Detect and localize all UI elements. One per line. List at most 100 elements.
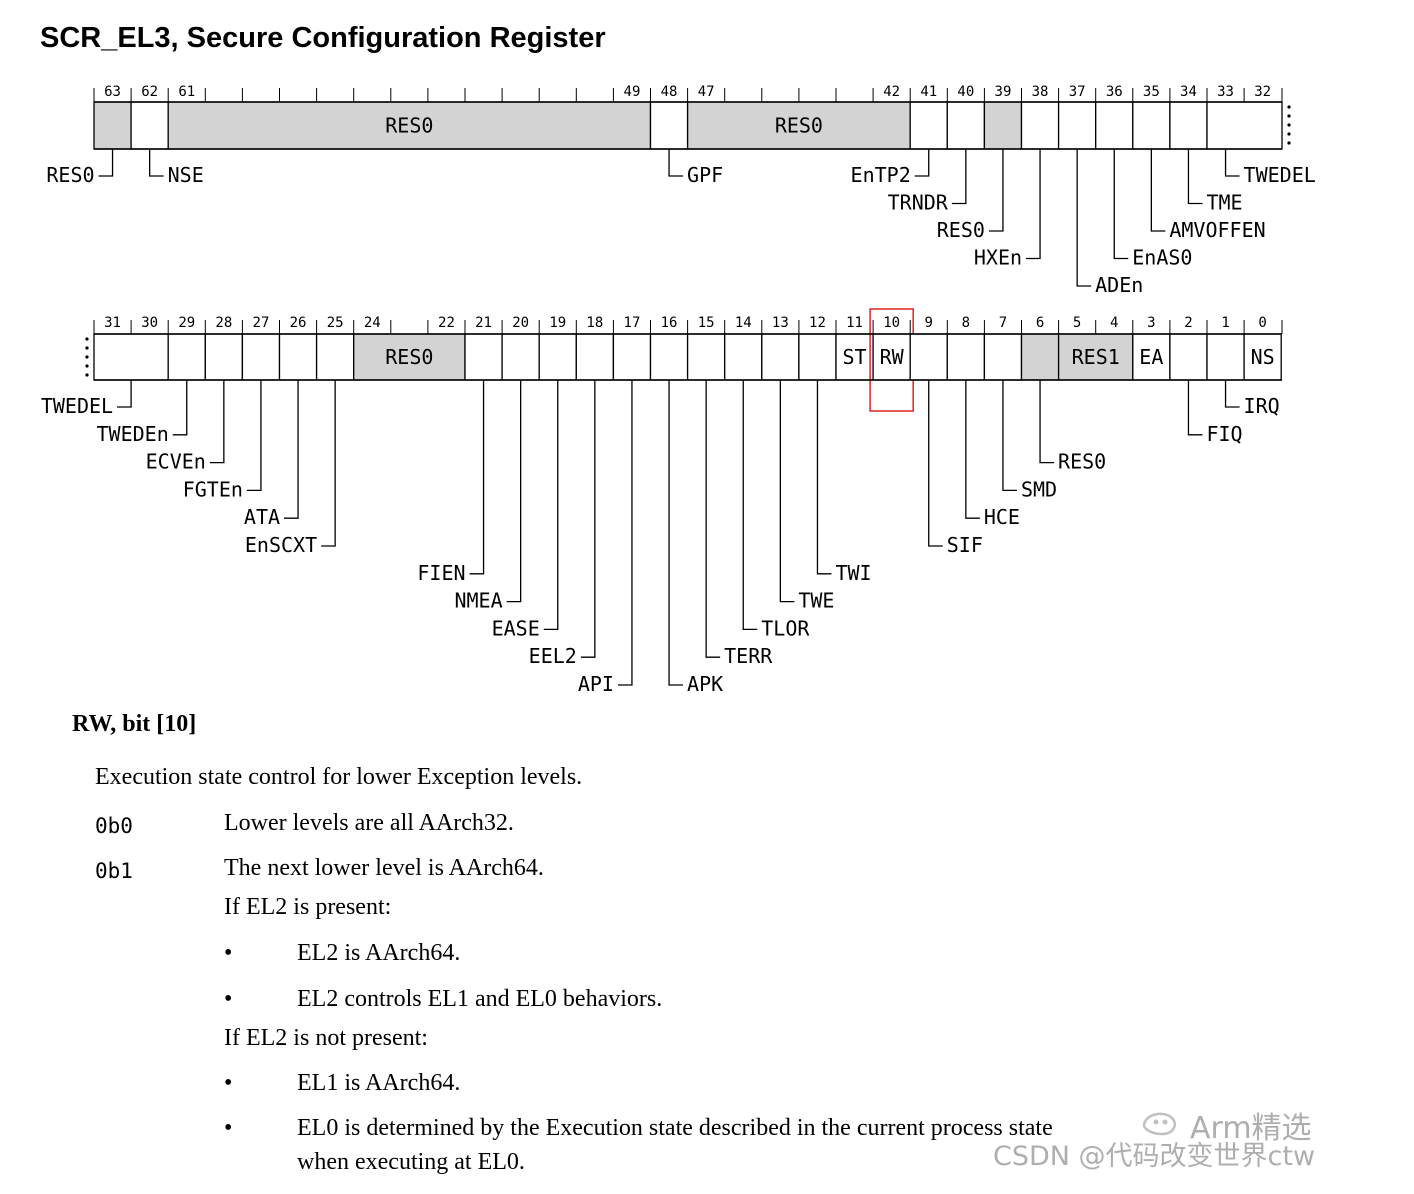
callout-label-smd: SMD xyxy=(1021,477,1057,501)
continuation-dot xyxy=(1287,123,1291,127)
bit-number-label: 27 xyxy=(253,315,270,331)
callout-leader xyxy=(668,149,684,177)
bitfield-aden xyxy=(1057,101,1097,150)
bitfield-gpf xyxy=(649,101,689,150)
callout-label-ata: ATA xyxy=(244,505,280,529)
bitfield-irq xyxy=(1206,333,1245,381)
callout-label-nmea: NMEA xyxy=(454,589,502,613)
bitfield-twi xyxy=(798,333,837,381)
callout-leader xyxy=(779,380,795,603)
bitfield-res0 xyxy=(983,101,1023,150)
bitfield-terr xyxy=(686,333,726,381)
callout-label-twedel: TWEDEL xyxy=(1244,163,1316,187)
bitfield-sif xyxy=(909,333,948,381)
page-title: SCR_EL3, Secure Configuration Register xyxy=(40,22,606,54)
callout-leader xyxy=(914,149,930,177)
field-heading: RW, bit [10] xyxy=(72,711,197,737)
watermark-source: CSDN @代码改变世界ctw xyxy=(993,1141,1316,1172)
callout-leader xyxy=(506,380,522,603)
callout-leader xyxy=(580,380,596,658)
bit-number-label: 31 xyxy=(104,315,121,331)
bit-number-label: 7 xyxy=(999,315,1007,331)
bit-number-label: 8 xyxy=(962,315,970,331)
bit-number-label: 63 xyxy=(104,84,121,100)
bitfield-entp2 xyxy=(909,101,948,150)
callout-label-nse: NSE xyxy=(168,163,204,187)
bitfield-trndr xyxy=(946,101,986,150)
continuation-dot xyxy=(85,346,89,350)
callout-leader xyxy=(816,380,832,575)
callout-label-hce: HCE xyxy=(984,505,1020,529)
field-inside-label: RES0 xyxy=(385,114,433,138)
bitfield-ata xyxy=(278,333,318,381)
field-description: Execution state control for lower Except… xyxy=(95,764,583,790)
callout-leader xyxy=(1026,149,1041,260)
bullet-marker: • xyxy=(224,986,233,1012)
callout-label-gpf: GPF xyxy=(687,163,723,187)
callout-label-aden: ADEn xyxy=(1095,273,1143,297)
field-inside-label: EA xyxy=(1139,345,1163,369)
bit-number-label: 39 xyxy=(995,84,1012,100)
continuation-dot xyxy=(1287,141,1291,145)
bit-number-label: 6 xyxy=(1036,315,1044,331)
field-inside-label: RW xyxy=(880,345,905,369)
bitfield-res0 xyxy=(167,101,652,150)
bitfield-api xyxy=(612,333,652,381)
bitfield-fiq xyxy=(1169,333,1208,381)
bit-number-label: 16 xyxy=(661,315,678,331)
continuation-dot xyxy=(1287,105,1291,109)
bit-number-label: 28 xyxy=(215,315,232,331)
callout-label-fgten: FGTEn xyxy=(183,477,243,501)
callout-leader xyxy=(1187,380,1203,436)
callout-label-twi: TWI xyxy=(835,561,871,585)
bullet-el2-aarch64: EL2 is AArch64. xyxy=(297,940,461,966)
callout-label-fien: FIEN xyxy=(417,561,465,585)
callout-label-irq: IRQ xyxy=(1244,394,1280,418)
bit-number-label: 2 xyxy=(1184,315,1192,331)
watermark-brand: Arm精选 xyxy=(1190,1111,1312,1146)
bit-number-label: 22 xyxy=(438,315,455,331)
bit-number-label: 21 xyxy=(475,315,492,331)
bit-number-label: 17 xyxy=(624,315,641,331)
bit-number-label: 11 xyxy=(846,315,863,331)
callout-leader xyxy=(469,380,485,575)
bitfield-hce xyxy=(946,333,986,381)
bullet-el1-aarch64: EL1 is AArch64. xyxy=(297,1070,461,1096)
callout-label-trndr: TRNDR xyxy=(888,191,949,215)
value-code-0b0: 0b0 xyxy=(95,814,133,838)
bitfield-amvoffen xyxy=(1132,101,1171,150)
callout-label-tweden: TWEDEn xyxy=(97,422,169,446)
bit-number-label: 18 xyxy=(586,315,603,331)
callout-label-eel2: EEL2 xyxy=(529,644,577,668)
arm-logo-icon xyxy=(1142,1112,1176,1136)
bitfield-ecven xyxy=(204,333,244,381)
callout-leader xyxy=(1187,149,1203,205)
bit-number-label: 26 xyxy=(290,315,307,331)
bitfield-tweden xyxy=(167,333,206,381)
callout-leader xyxy=(246,380,262,492)
bitfield-res0 xyxy=(93,101,132,150)
bit-number-label: 1 xyxy=(1221,315,1229,331)
bit-number-label: 25 xyxy=(327,315,344,331)
callout-label-enscxt: EnSCXT xyxy=(245,533,317,557)
callout-label-res0: RES0 xyxy=(1058,450,1106,474)
bit-number-label: 19 xyxy=(549,315,566,331)
callout-label-amvoffen: AMVOFFEN xyxy=(1169,218,1265,242)
bitfield-tme xyxy=(1169,101,1208,150)
callout-label-sif: SIF xyxy=(947,533,983,557)
continuation-dot xyxy=(85,355,89,359)
bit-number-label: 29 xyxy=(178,315,195,331)
bit-number-label: 61 xyxy=(178,84,195,100)
bit-number-label: 13 xyxy=(772,315,789,331)
callout-leader xyxy=(148,149,164,177)
callout-leader xyxy=(1150,149,1166,232)
bit-number-label: 48 xyxy=(661,84,678,100)
callout-label-fiq: FIQ xyxy=(1206,422,1242,446)
bit-number-label: 37 xyxy=(1069,84,1086,100)
bit-number-label: 3 xyxy=(1147,315,1155,331)
bit-number-label: 41 xyxy=(920,84,937,100)
continuation-dot xyxy=(85,373,89,377)
callout-label-tme: TME xyxy=(1206,191,1242,215)
callout-label-ecven: ECVEn xyxy=(146,450,206,474)
